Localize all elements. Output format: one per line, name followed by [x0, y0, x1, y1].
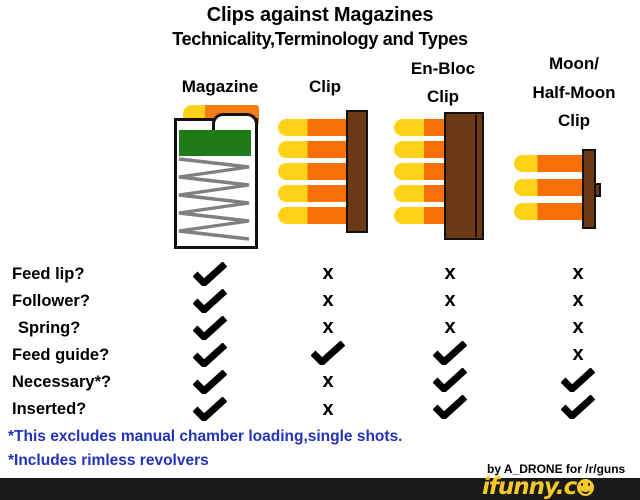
cartridge-icon — [278, 207, 356, 224]
column-header-en-bloc-line1: En-Bloc — [410, 59, 476, 78]
row-label: Feed lip? — [12, 265, 85, 283]
column-header-en-bloc-line2: Clip — [426, 87, 460, 106]
row-label: Spring? — [18, 319, 81, 337]
ifunny-watermark: ifunny.c — [482, 474, 595, 500]
cartridge-icon — [394, 207, 452, 224]
clip-bar-icon — [346, 110, 368, 233]
cell-magazine — [185, 289, 235, 313]
watermark-bar — [0, 478, 640, 500]
cartridge-icon — [394, 163, 452, 180]
en-bloc-clip-diagram — [394, 112, 489, 247]
cell-moon: x — [572, 289, 584, 311]
magazine-feed-lip-icon — [212, 113, 258, 135]
magazine-follower-icon — [179, 130, 251, 156]
cell-moon: x — [572, 343, 584, 365]
cartridge-icon — [394, 119, 452, 136]
cell-clip: x — [322, 289, 334, 311]
clip-diagram — [278, 110, 378, 247]
smiley-icon — [577, 479, 595, 496]
cartridge-icon — [278, 185, 356, 202]
column-header-moon-line1: Moon/ — [548, 54, 600, 73]
column-header-moon-line2: Half-Moon — [532, 83, 616, 102]
cartridge-icon — [514, 203, 588, 220]
page-subtitle: Technicality,Terminology and Types — [172, 29, 468, 49]
ifunny-watermark-text: ifunny.c — [482, 474, 577, 500]
footnote-2: *Includes rimless revolvers — [8, 452, 209, 469]
moon-clip-diagram — [514, 149, 614, 241]
cell-clip: x — [322, 398, 334, 420]
cartridge-icon — [278, 141, 356, 158]
cell-magazine — [185, 262, 235, 286]
cell-en-bloc: x — [444, 316, 456, 338]
cell-moon — [553, 395, 603, 419]
column-header-moon-line3: Clip — [557, 111, 591, 130]
cartridge-icon — [278, 163, 356, 180]
cartridge-icon — [394, 141, 452, 158]
cell-en-bloc — [425, 341, 475, 365]
cell-clip: x — [322, 370, 334, 392]
magazine-diagram — [168, 105, 268, 250]
cartridge-icon — [514, 155, 588, 172]
column-header-clip: Clip — [308, 77, 342, 96]
cell-en-bloc: x — [444, 289, 456, 311]
en-bloc-seam-icon — [475, 115, 477, 237]
cell-clip — [303, 341, 353, 365]
cartridge-icon — [278, 119, 356, 136]
cell-clip: x — [322, 262, 334, 284]
column-header-magazine: Magazine — [181, 77, 259, 96]
page-title: Clips against Magazines — [206, 4, 434, 26]
magazine-spring-icon — [178, 157, 250, 241]
cartridge-icon — [394, 185, 452, 202]
cartridge-icon — [514, 179, 588, 196]
cell-magazine — [185, 397, 235, 421]
cell-clip: x — [322, 316, 334, 338]
cell-en-bloc: x — [444, 262, 456, 284]
cell-moon: x — [572, 262, 584, 284]
row-label: Inserted? — [12, 400, 87, 418]
row-label: Follower? — [12, 292, 90, 310]
cell-moon — [553, 368, 603, 392]
cell-moon: x — [572, 316, 584, 338]
row-label: Feed guide? — [12, 346, 110, 364]
cell-magazine — [185, 343, 235, 367]
footnote-1: *This excludes manual chamber loading,si… — [8, 428, 403, 445]
row-label: Necessary*? — [12, 373, 112, 391]
cell-magazine — [185, 316, 235, 340]
cell-magazine — [185, 370, 235, 394]
en-bloc-body-icon — [444, 112, 484, 240]
moon-clip-tab-icon — [594, 183, 601, 197]
credit-attribution: by A_DRONE for /r/guns — [487, 462, 626, 476]
cell-en-bloc — [425, 368, 475, 392]
cell-en-bloc — [425, 395, 475, 419]
